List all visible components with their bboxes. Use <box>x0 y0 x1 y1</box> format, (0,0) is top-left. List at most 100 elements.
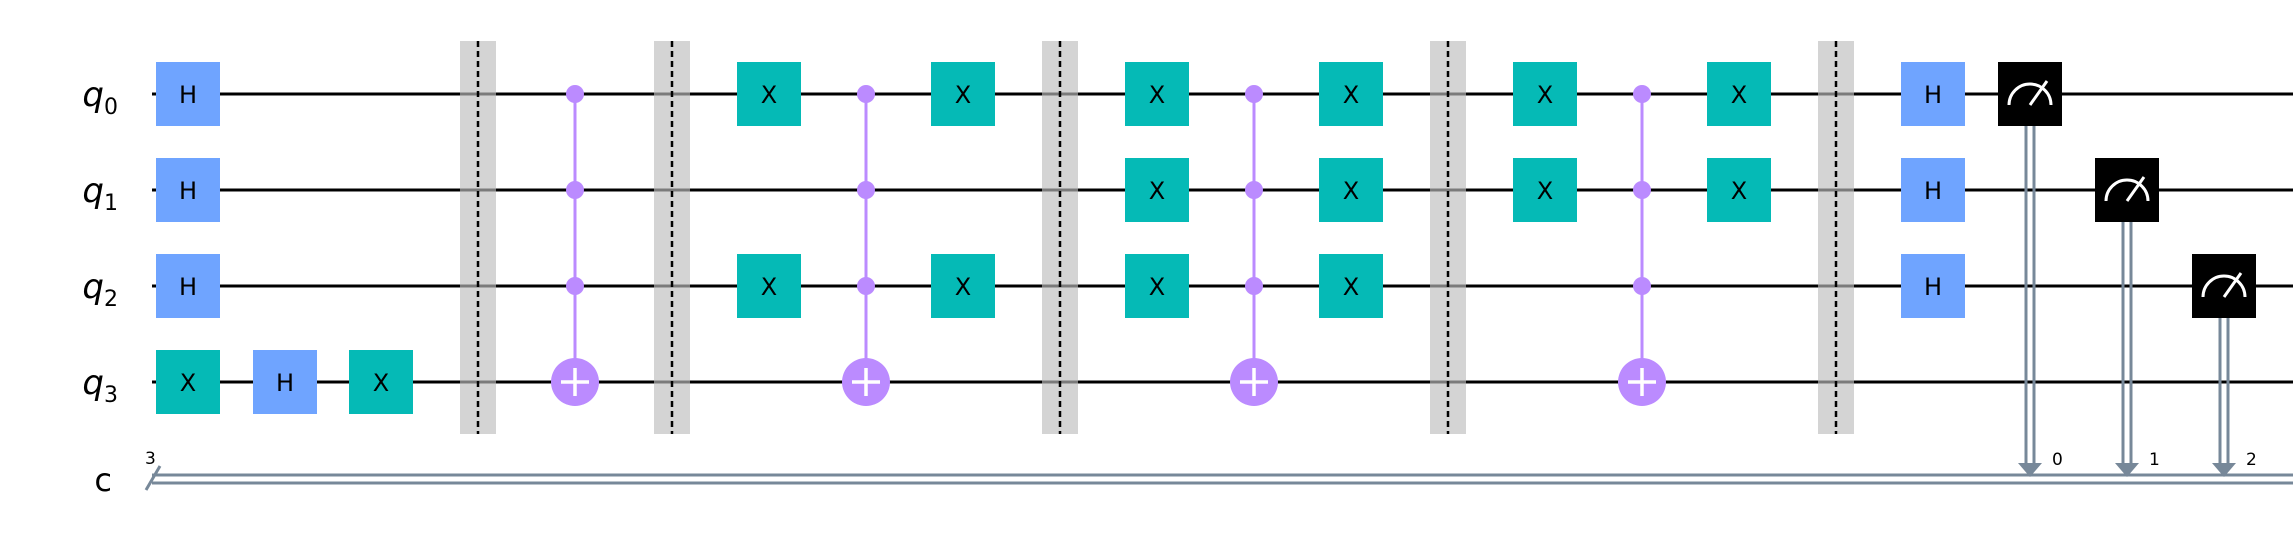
x-gate-q2-c10-box <box>1125 254 1189 318</box>
target-plus-icon <box>1240 368 1268 396</box>
x-gate-q0-c6-box <box>737 62 801 126</box>
measure-arrow-icon <box>2018 463 2042 477</box>
mcx-gate-c11 <box>1230 85 1278 406</box>
x-gate-q3-c0: X <box>156 350 220 414</box>
meter-arc-icon <box>2007 82 2053 106</box>
target-plus-icon <box>1628 368 1656 396</box>
control-dot-q2 <box>1245 277 1263 295</box>
x-gate-q1-c10-label: X <box>1149 177 1165 205</box>
mcx-gate-c4 <box>551 85 599 406</box>
meter-needle-icon <box>2222 272 2243 298</box>
x-gate-q2-c8-box <box>931 254 995 318</box>
h-gate-q2-c0-box <box>156 254 220 318</box>
measure-clbit-index: 0 <box>2052 450 2063 470</box>
classical-bundle-slash <box>144 465 162 491</box>
target-plus-icon <box>561 368 589 396</box>
h-gate-q2-c18-box <box>1901 254 1965 318</box>
x-gate-q2-c12: X <box>1319 254 1383 318</box>
classical-label: c <box>94 461 112 499</box>
control-dot-q1 <box>1633 181 1651 199</box>
x-gate-q0-c12-label: X <box>1343 81 1359 109</box>
x-gate-q2-c12-label: X <box>1343 273 1359 301</box>
x-gate-q0-c14-box <box>1513 62 1577 126</box>
x-gate-q0-c8-label: X <box>955 81 971 109</box>
measure-clbit-index: 1 <box>2149 450 2160 470</box>
control-dot-q2 <box>1633 277 1651 295</box>
x-gate-q2-c8-label: X <box>955 273 971 301</box>
qubit-label-q1: q1 <box>82 171 118 216</box>
h-gate-q2-c18: H <box>1901 254 1965 318</box>
measure-box <box>2192 254 2256 318</box>
h-gate-q1-c0-box <box>156 158 220 222</box>
control-dot-q0 <box>566 85 584 103</box>
control-dot-q2 <box>566 277 584 295</box>
mcx-gate-c7 <box>842 85 890 406</box>
barriers-layer <box>460 41 1854 434</box>
control-dot-q0 <box>1633 85 1651 103</box>
qubit-label-q0: q0 <box>82 75 118 120</box>
h-gate-q3-c1-label: H <box>276 369 294 397</box>
measure-arrow-icon <box>2212 463 2236 477</box>
x-gate-q0-c10-label: X <box>1149 81 1165 109</box>
h-gate-q0-c18-label: H <box>1924 81 1942 109</box>
x-gate-q0-c6: X <box>737 62 801 126</box>
qubit-label-subscript: 0 <box>104 95 118 120</box>
qubit-label-subscript: 3 <box>104 383 118 408</box>
x-gate-q3-c2: X <box>349 350 413 414</box>
mcx-gate-c15 <box>1618 85 1666 406</box>
x-gate-q0-c8: X <box>931 62 995 126</box>
qubit-label-base: q <box>82 267 104 307</box>
x-gate-q0-c16-label: X <box>1731 81 1747 109</box>
qubit-label-base: q <box>82 75 104 115</box>
h-gate-q0-c18: H <box>1901 62 1965 126</box>
qubit-label-base: q <box>82 363 104 403</box>
h-gate-q1-c18-label: H <box>1924 177 1942 205</box>
x-gate-q1-c16-label: X <box>1731 177 1747 205</box>
measure-gate-q0: 0 <box>1998 62 2063 477</box>
h-gate-q1-c18: H <box>1901 158 1965 222</box>
x-gate-q1-c10-box <box>1125 158 1189 222</box>
x-gate-q2-c12-box <box>1319 254 1383 318</box>
h-gate-q2-c0: H <box>156 254 220 318</box>
classical-bundle-width: 3 <box>145 449 156 469</box>
x-gate-q0-c16-box <box>1707 62 1771 126</box>
x-gate-q3-c2-label: X <box>373 369 389 397</box>
h-gate-q1-c18-box <box>1901 158 1965 222</box>
h-gate-q2-c0-label: H <box>179 273 197 301</box>
x-gate-q2-c10-label: X <box>1149 273 1165 301</box>
control-dot-q1 <box>1245 181 1263 199</box>
x-gate-q0-c12: X <box>1319 62 1383 126</box>
x-gate-q2-c6-box <box>737 254 801 318</box>
h-gate-q3-c1: H <box>253 350 317 414</box>
h-gate-q0-c0-label: H <box>179 81 197 109</box>
x-gate-q2-c8: X <box>931 254 995 318</box>
meter-arc-icon <box>2104 178 2150 202</box>
measure-gate-q1: 1 <box>2095 158 2160 477</box>
x-gate-q3-c0-box <box>156 350 220 414</box>
h-gate-q2-c18-label: H <box>1924 273 1942 301</box>
measure-gate-q2: 2 <box>2192 254 2257 477</box>
h-gate-q0-c0: H <box>156 62 220 126</box>
control-dot-q1 <box>566 181 584 199</box>
x-gate-q2-c6: X <box>737 254 801 318</box>
x-gate-q0-c10-box <box>1125 62 1189 126</box>
meter-needle-icon <box>2028 80 2049 106</box>
measure-arrow-icon <box>2115 463 2139 477</box>
x-gate-q1-c14-label: X <box>1537 177 1553 205</box>
measure-box <box>2095 158 2159 222</box>
control-dot-q2 <box>857 277 875 295</box>
x-gate-q1-c10: X <box>1125 158 1189 222</box>
x-gate-q0-c8-box <box>931 62 995 126</box>
x-gate-q1-c16: X <box>1707 158 1771 222</box>
x-gate-q0-c6-label: X <box>761 81 777 109</box>
x-gate-q3-c2-box <box>349 350 413 414</box>
x-gate-q1-c12-label: X <box>1343 177 1359 205</box>
x-gate-q1-c12-box <box>1319 158 1383 222</box>
measure-clbit-index: 2 <box>2246 450 2257 470</box>
target-plus-icon <box>852 368 880 396</box>
meter-needle-icon <box>2125 176 2146 202</box>
x-gate-q2-c6-label: X <box>761 273 777 301</box>
qubit-label-subscript: 1 <box>104 191 118 216</box>
